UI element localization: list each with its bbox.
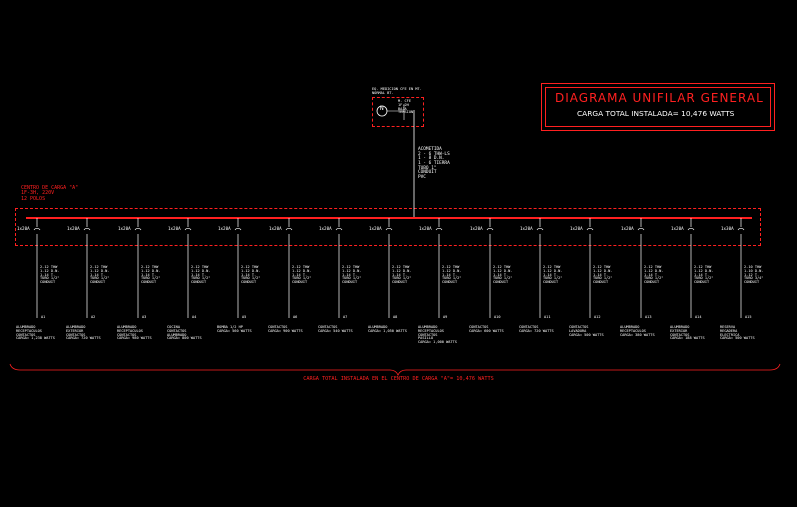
breaker-symbol-9 [435,228,443,231]
circuit-description: CONTACTOS CARGA= 600 WATTS [469,325,504,333]
breaker-rating: 1x30A [721,226,734,231]
feeder-spec: ACOMETIDA 2 - 6 THW-LS 1 - 8 D.N. 1 - 6 … [418,147,450,180]
circuit-id: A2 [91,315,96,319]
circuit-description: CONTACTOS CARGA= 720 WATTS [519,325,554,333]
meter-side-text: M. CFE 1F-2H BAJA TENSION [398,99,414,115]
circuit-id: A3 [142,315,147,319]
breaker-rating: 1x20A [369,226,382,231]
breaker-symbol-6 [285,228,293,231]
cable-spec: 2-12 THW 1-12 D.N. 1-14 T. TUBO 1/2" CON… [342,265,362,285]
diagram-subtitle: CARGA TOTAL INSTALADA= 10,476 WATTS [577,109,735,118]
breaker-rating: 1x20A [570,226,583,231]
circuit-description: ALUMBRADO RECEPTACULOS CONTACTOS CARGA= … [16,325,55,341]
breaker-symbol-5 [234,228,242,231]
circuit-id: A6 [293,315,298,319]
breaker-symbol-11 [536,228,544,231]
breaker-rating: 1x20A [319,226,332,231]
meter-heading: EQ. MEDICION CFE EN MT. NORMAL BT. [372,87,422,95]
circuit-id: A13 [645,315,652,319]
circuit-id: A15 [745,315,752,319]
meter-enclosure [372,97,424,127]
cable-spec: 2-12 THW 1-12 D.N. 1-14 T. TUBO 1/2" CON… [392,265,412,285]
title-frame-inner [545,87,771,127]
circuit-description: ALUMBRADO RECEPTACULOS CONTACTOS PASILLO… [418,325,457,345]
circuit-description: BOMBA 1/2 HP CARGA= 560 WATTS [217,325,252,333]
circuit-id: A8 [393,315,398,319]
cable-spec: 2-12 THW 1-12 D.N. 1-14 T. TUBO 1/2" CON… [442,265,462,285]
breaker-rating: 1x20A [419,226,432,231]
circuit-description: CONTACTOS CARGA= 540 WATTS [318,325,353,333]
breaker-symbol-13 [637,228,645,231]
breaker-symbol-3 [134,228,142,231]
circuit-id: A14 [695,315,702,319]
breaker-rating: 1x20A [470,226,483,231]
circuit-description: ALUMBRADO RECEPTACULOS CARGA= 380 WATTS [620,325,655,337]
circuit-id: A10 [494,315,501,319]
cable-spec: 2-10 THW 1-10 D.N. 1-12 T. TUBO 3/4" CON… [744,265,764,285]
breaker-symbol-1 [33,228,41,231]
circuit-description: CONTACTOS CARGA= 900 WATTS [268,325,303,333]
breaker-symbol-10 [486,228,494,231]
circuit-description: ALUMBRADO RECEPTACULOS CONTACTOS CARGA= … [117,325,152,341]
cable-spec: 2-12 THW 1-12 D.N. 1-14 T. TUBO 1/2" CON… [241,265,261,285]
cable-spec: 2-12 THW 1-12 D.N. 1-14 T. TUBO 1/2" CON… [191,265,211,285]
breaker-rating: 1x20A [520,226,533,231]
breaker-rating: 1x20A [621,226,634,231]
circuit-id: A4 [192,315,197,319]
circuit-description: COCINA CONTACTOS ALUMBRADO CARGA= 800 WA… [167,325,202,341]
breaker-symbol-12 [586,228,594,231]
circuit-id: A1 [41,315,46,319]
cable-spec: 2-12 THW 1-12 D.N. 1-14 T. TUBO 1/2" CON… [90,265,110,285]
title-frame-outer [541,83,775,131]
meter-symbol [376,105,388,117]
breaker-rating: 1x20A [118,226,131,231]
circuit-description: ALUMBRADO EXTERIOR CONTACTOS CARGA= 720 … [66,325,101,341]
breaker-rating: 1x20A [67,226,80,231]
load-center-enclosure [15,208,761,246]
circuit-id: A11 [544,315,551,319]
breaker-rating: 1x20A [269,226,282,231]
cable-spec: 2-12 THW 1-12 D.N. 1-14 T. TUBO 1/2" CON… [493,265,513,285]
circuit-description: CONTACTOS LAVADORA CARGA= 500 WATTS [569,325,604,337]
circuit-id: A5 [242,315,247,319]
circuit-id: A7 [343,315,348,319]
diagram-title: DIAGRAMA UNIFILAR GENERAL [555,91,764,105]
breaker-rating: 1x20A [17,226,30,231]
cable-spec: 2-12 THW 1-12 D.N. 1-14 T. TUBO 1/2" CON… [40,265,60,285]
breaker-rating: 1x20A [168,226,181,231]
meter-symbol-label: N [380,105,384,112]
total-load-label: CARGA TOTAL INSTALADA EN EL CENTRO DE CA… [303,376,494,382]
load-center-label: CENTRO DE CARGA "A" 1F-3H, 220V 12 POLOS [21,185,79,202]
cable-spec: 2-12 THW 1-12 D.N. 1-14 T. TUBO 1/2" CON… [292,265,312,285]
cable-spec: 2-12 THW 1-12 D.N. 1-14 T. TUBO 1/2" CON… [141,265,161,285]
breaker-rating: 1x20A [218,226,231,231]
breaker-symbol-7 [335,228,343,231]
circuit-description: ALUMBRADO EXTERIOR CONTACTOS CARGA= 188 … [670,325,705,341]
circuit-description: ALUMBRADO CARGA= 1,050 WATTS [368,325,407,333]
cable-spec: 2-12 THW 1-12 D.N. 1-14 T. TUBO 1/2" CON… [694,265,714,285]
circuit-description: RESERVA REGADERA ELECTRICA CARGA= 500 WA… [720,325,755,341]
circuit-id: A9 [443,315,448,319]
breaker-symbol-15 [737,228,745,231]
breaker-symbol-14 [687,228,695,231]
breaker-symbol-2 [83,228,91,231]
cable-spec: 2-12 THW 1-12 D.N. 1-14 T. TUBO 1/2" CON… [644,265,664,285]
breaker-symbol-8 [385,228,393,231]
cable-spec: 2-12 THW 1-12 D.N. 1-14 T. TUBO 1/2" CON… [543,265,563,285]
cable-spec: 2-12 THW 1-12 D.N. 1-14 T. TUBO 1/2" CON… [593,265,613,285]
circuit-id: A12 [594,315,601,319]
total-brace [9,363,781,377]
breaker-rating: 1x20A [671,226,684,231]
breaker-symbol-4 [184,228,192,231]
